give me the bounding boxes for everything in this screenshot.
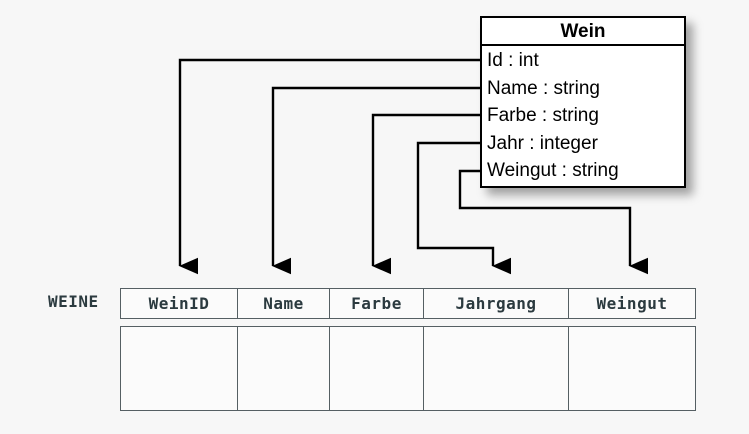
relation-name: WEINE	[48, 292, 99, 311]
connector-weingut-to-weingut	[458, 169, 649, 275]
relation-cell	[238, 327, 330, 410]
relation-column-header: Name	[238, 289, 330, 318]
relation-cell	[424, 327, 569, 410]
uml-class-name: Wein	[482, 18, 684, 46]
relation-data-row	[120, 326, 696, 411]
connector-jahr-to-jahrgang	[416, 141, 512, 275]
uml-attribute: Farbe : string	[487, 105, 599, 126]
relation-column-header: Jahrgang	[424, 289, 569, 318]
relation-cell	[121, 327, 238, 410]
relation-header-row: WeinID Name Farbe Jahrgang Weingut	[120, 288, 696, 319]
connector-id-to-weinid	[178, 58, 480, 275]
uml-class-box[interactable]: Wein Id : int Name : string Farbe : stri…	[480, 16, 686, 188]
relation-cell	[330, 327, 424, 410]
uml-attribute: Jahr : integer	[487, 132, 598, 154]
uml-attribute: Weingut : string	[487, 160, 619, 181]
relation-column-header: Weingut	[596, 294, 668, 313]
uml-attribute: Name : string	[487, 77, 600, 99]
connector-farbe-to-farbe	[371, 113, 480, 275]
connector-name-to-name	[271, 86, 480, 275]
relation-cell	[569, 327, 695, 410]
relation-column-header: Farbe	[330, 289, 424, 318]
uml-attribute-list: Id : int Name : string Farbe : string Ja…	[482, 46, 684, 185]
relation-column-header: WeinID	[121, 289, 238, 318]
uml-attribute: Id : int	[487, 50, 539, 71]
